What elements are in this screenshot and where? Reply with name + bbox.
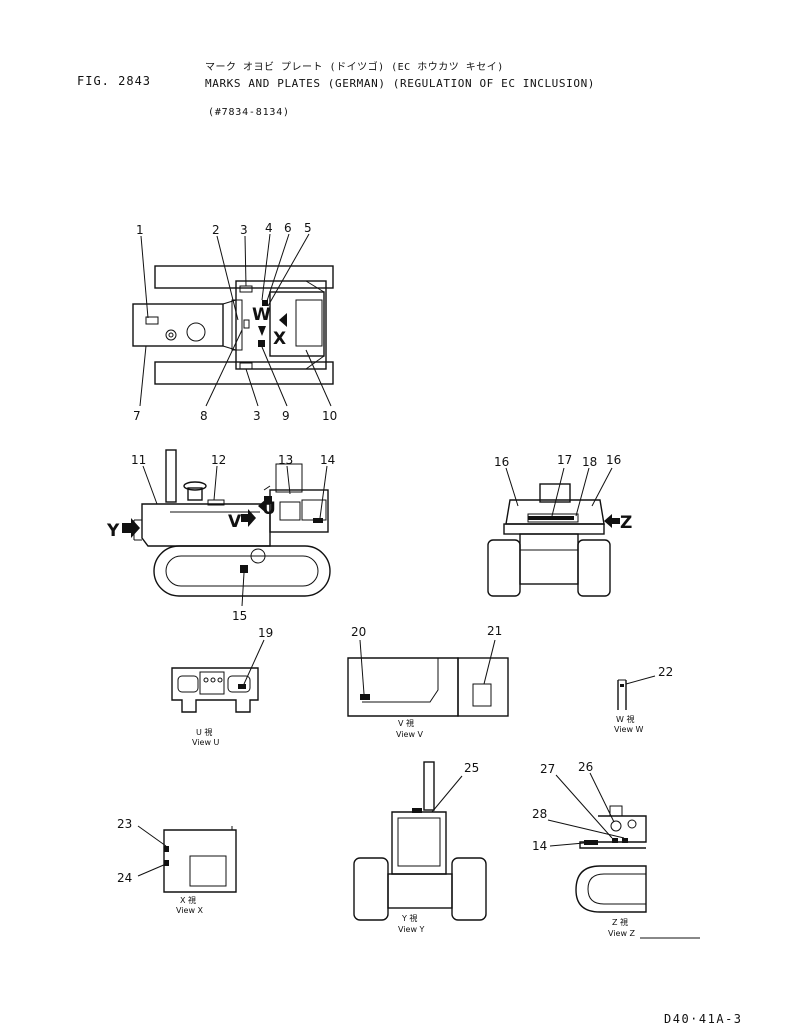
callout-28: 28 xyxy=(532,807,547,821)
view-v-drawing xyxy=(347,639,509,717)
callout-21: 21 xyxy=(487,624,502,638)
view-z-caption-jp: Z 視 xyxy=(612,918,628,927)
top-view-leaders xyxy=(139,233,332,407)
callout-27: 27 xyxy=(540,762,555,776)
view-marker-x: X xyxy=(273,329,286,349)
view-marker-z: Z xyxy=(620,513,632,533)
view-y-drawing xyxy=(353,761,487,921)
callout-3-bottom: 3 xyxy=(253,409,261,423)
callout-4: 4 xyxy=(265,221,273,235)
side-view-drawing xyxy=(133,449,331,597)
view-u-caption-jp: U 視 xyxy=(196,728,212,737)
callout-24: 24 xyxy=(117,871,132,885)
callout-6: 6 xyxy=(284,221,292,235)
view-y-caption-jp: Y 視 xyxy=(401,914,417,923)
view-w-caption-jp: W 視 xyxy=(616,715,634,724)
callout-3: 3 xyxy=(240,223,248,237)
callout-18: 18 xyxy=(582,455,597,469)
view-marker-u: U xyxy=(262,499,276,519)
view-x-caption: View X xyxy=(176,906,204,915)
view-w-drawing xyxy=(617,675,656,710)
side-view-leaders xyxy=(142,465,328,607)
arrow-icon xyxy=(122,518,140,538)
callout-10: 10 xyxy=(322,409,337,423)
callout-15: 15 xyxy=(232,609,247,623)
view-v-caption-jp: V 視 xyxy=(398,719,414,728)
view-x-caption-jp: X 視 xyxy=(180,896,196,905)
title-english: MARKS AND PLATES (GERMAN) (REGULATION OF… xyxy=(205,77,596,90)
view-marker-y: Y xyxy=(106,521,120,541)
callout-12: 12 xyxy=(211,453,226,467)
rear-view-drawing xyxy=(487,483,611,597)
arrow-icon xyxy=(241,509,256,527)
view-u-caption: View U xyxy=(192,738,220,747)
callout-13: 13 xyxy=(278,453,293,467)
callout-22: 22 xyxy=(658,665,673,679)
callout-9: 9 xyxy=(282,409,290,423)
callout-16: 16 xyxy=(494,455,509,469)
arrow-icon xyxy=(604,514,620,528)
figure-number: FIG. 2843 xyxy=(77,74,152,88)
view-x-drawing xyxy=(137,825,237,893)
callout-19: 19 xyxy=(258,626,273,640)
callout-8: 8 xyxy=(200,409,208,423)
callout-17: 17 xyxy=(557,453,572,467)
callout-7: 7 xyxy=(133,409,141,423)
callout-23: 23 xyxy=(117,817,132,831)
callout-14: 14 xyxy=(320,453,335,467)
view-marker-w: W xyxy=(252,305,271,325)
view-y-caption: View Y xyxy=(398,925,425,934)
view-marker-v: V xyxy=(228,512,242,532)
view-w-caption: View W xyxy=(614,725,644,734)
view-z-drawing xyxy=(547,772,700,939)
callout-2: 2 xyxy=(212,223,220,237)
view-u-drawing xyxy=(171,639,265,713)
view-v-caption: View V xyxy=(396,730,424,739)
callout-11: 11 xyxy=(131,453,146,467)
title-japanese: マーク オヨビ プレート (ドイツゴ) (EC ホウカツ キセイ) xyxy=(205,62,504,73)
callout-1: 1 xyxy=(136,223,144,237)
view-z-caption: View Z xyxy=(608,929,636,938)
callout-20: 20 xyxy=(351,625,366,639)
top-view-drawing xyxy=(132,265,334,385)
callout-25: 25 xyxy=(464,761,479,775)
serial-range: (#7834-8134) xyxy=(208,107,290,118)
rear-view-leaders xyxy=(505,467,613,517)
callout-16-right: 16 xyxy=(606,453,621,467)
callout-26: 26 xyxy=(578,760,593,774)
page-code: D40·41A-3 xyxy=(664,1012,743,1026)
callout-5: 5 xyxy=(304,221,312,235)
callout-14-view-z: 14 xyxy=(532,839,547,853)
